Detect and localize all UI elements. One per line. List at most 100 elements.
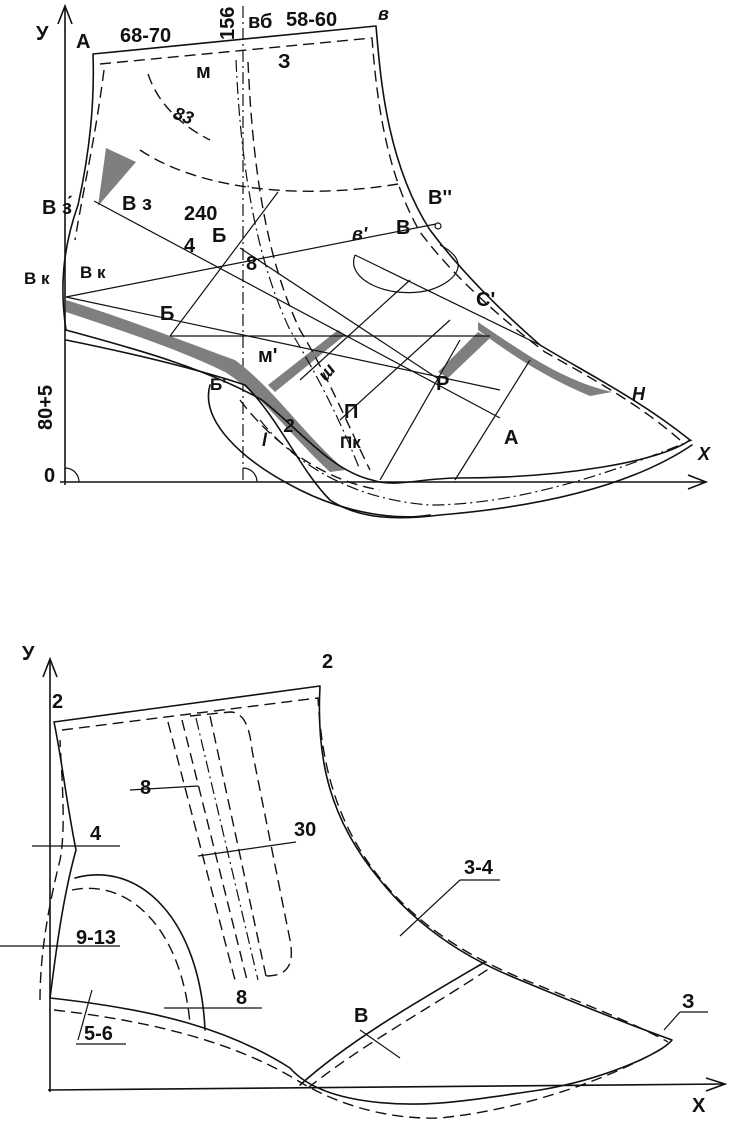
dim-8-top [129,785,199,791]
label-4: 4 [90,823,102,845]
label-b-lower: Б [160,303,174,325]
ankle-arc [74,874,206,1031]
origin-label: 0 [44,465,55,487]
diag-4 [454,359,531,481]
bottom-heel-dash [39,739,64,1001]
label-8-top: 8 [140,777,151,799]
shade-heel-top [98,148,136,206]
bottom-upper-dash [61,697,669,1043]
line-vz-a [93,200,501,419]
label-a-top: А [76,31,90,53]
bottom-labels: У Х 2 2 8 30 4 3-4 9-13 8 5-6 В З [22,643,706,1117]
strip-dash-1 [167,721,237,985]
label-m: м [196,61,211,83]
strip-dash-2 [181,719,249,985]
line-vprime-c [354,254,541,346]
bottom-axis-x-label: Х [692,1095,706,1117]
bottom-y-arrow [42,656,58,678]
label-c-prime: С' [476,289,495,311]
label-5-6: 5-6 [84,1023,113,1045]
label-83: 83 [171,103,197,129]
label-vk-outer: В к [24,269,50,288]
bottom-pattern: У Х 2 2 8 30 4 3-4 9-13 8 5-6 В З [0,643,728,1119]
label-4: 4 [184,235,196,257]
label-b-prime: в' [352,224,368,244]
label-3-4: 3-4 [464,857,494,879]
heel-seam-dash [74,69,105,241]
center-dash [247,61,371,471]
shade-bar-mid [268,330,345,392]
label-a-low: А [504,427,518,449]
label-l: l [262,430,268,450]
label-v-double-prime: В'' [428,187,452,209]
arc-83 [147,73,211,141]
v-tick [359,1029,401,1059]
label-m-prime: м' [258,345,278,367]
shade-bar-right [438,332,490,378]
vamp-dash [307,967,491,1089]
label-80-5: 80+5 [35,385,57,430]
dim-30 [197,841,297,857]
dim-3-leader [663,1011,681,1031]
lacing-strip [167,711,293,985]
label-vz-prime: В з́ [42,195,73,219]
label-8: 8 [246,253,257,275]
label-58-60: 58-60 [286,9,337,31]
label-v-top: в [378,4,389,24]
strip-outline [189,711,293,977]
top-y-arrow [57,3,73,25]
dim-3-4-leader [399,879,461,937]
label-30: 30 [294,819,316,841]
label-8-bottom: 8 [236,987,247,1009]
ankle-arc-dash [71,887,191,1025]
label-vk-inner: В к [80,263,106,282]
label-p: Р [436,373,449,395]
label-2: 2 [283,416,294,436]
bottom-x-axis [47,1083,725,1091]
label-2-top: 2 [322,651,333,673]
line-vk-b [65,223,437,298]
strip-dash-3 [209,715,267,977]
label-b-prime-lower: Б' [210,375,226,394]
top-axis-x-label: X [697,444,711,464]
line-b-p [239,247,441,381]
top-outline [62,25,691,484]
strip-dashdot [195,717,259,981]
sole-curve [65,339,693,519]
bottom-sole-dash [53,1009,669,1119]
label-68-70: 68-70 [120,25,171,47]
bottom-dimensions [0,785,708,1045]
label-v-mid: В [396,217,410,239]
label-pi: П [344,401,358,423]
point-v-double [434,222,442,230]
label-vb: вб [248,11,272,33]
top-labels: У X 0 А 68-70 156 вб 58-60 в м З 83 В з́… [24,4,711,487]
vamp-line [299,961,486,1086]
label-v: В [354,1005,368,1027]
bottom-axis-y-label: У [22,643,35,665]
top-x-arrow [687,474,709,490]
label-n: Н [632,384,646,404]
shade-sole-line [66,300,345,472]
bottom-x-arrow [705,1077,728,1092]
dim-5-6-tick [77,989,93,1041]
top-axis-y-label: У [36,23,49,45]
tongue-curve [352,244,459,294]
top-curve-dash [139,149,399,192]
label-156: 156 [217,7,239,40]
label-3: З [682,991,695,1013]
label-pk: Пк [340,433,361,452]
right-angle-mark [242,467,258,483]
label-2-left: 2 [52,691,63,713]
bottom-outline [49,685,673,1105]
label-b-upper: Б [212,225,226,247]
label-z: З [278,51,291,73]
top-pattern: У X 0 А 68-70 156 вб 58-60 в м З 83 В з́… [24,3,711,519]
shade-vamp [478,322,612,396]
top-seam-allowance [99,37,681,441]
line-b-up [169,191,279,337]
diag-2 [339,319,451,421]
label-240: 240 [184,203,217,225]
origin-angle-mark [64,467,80,483]
